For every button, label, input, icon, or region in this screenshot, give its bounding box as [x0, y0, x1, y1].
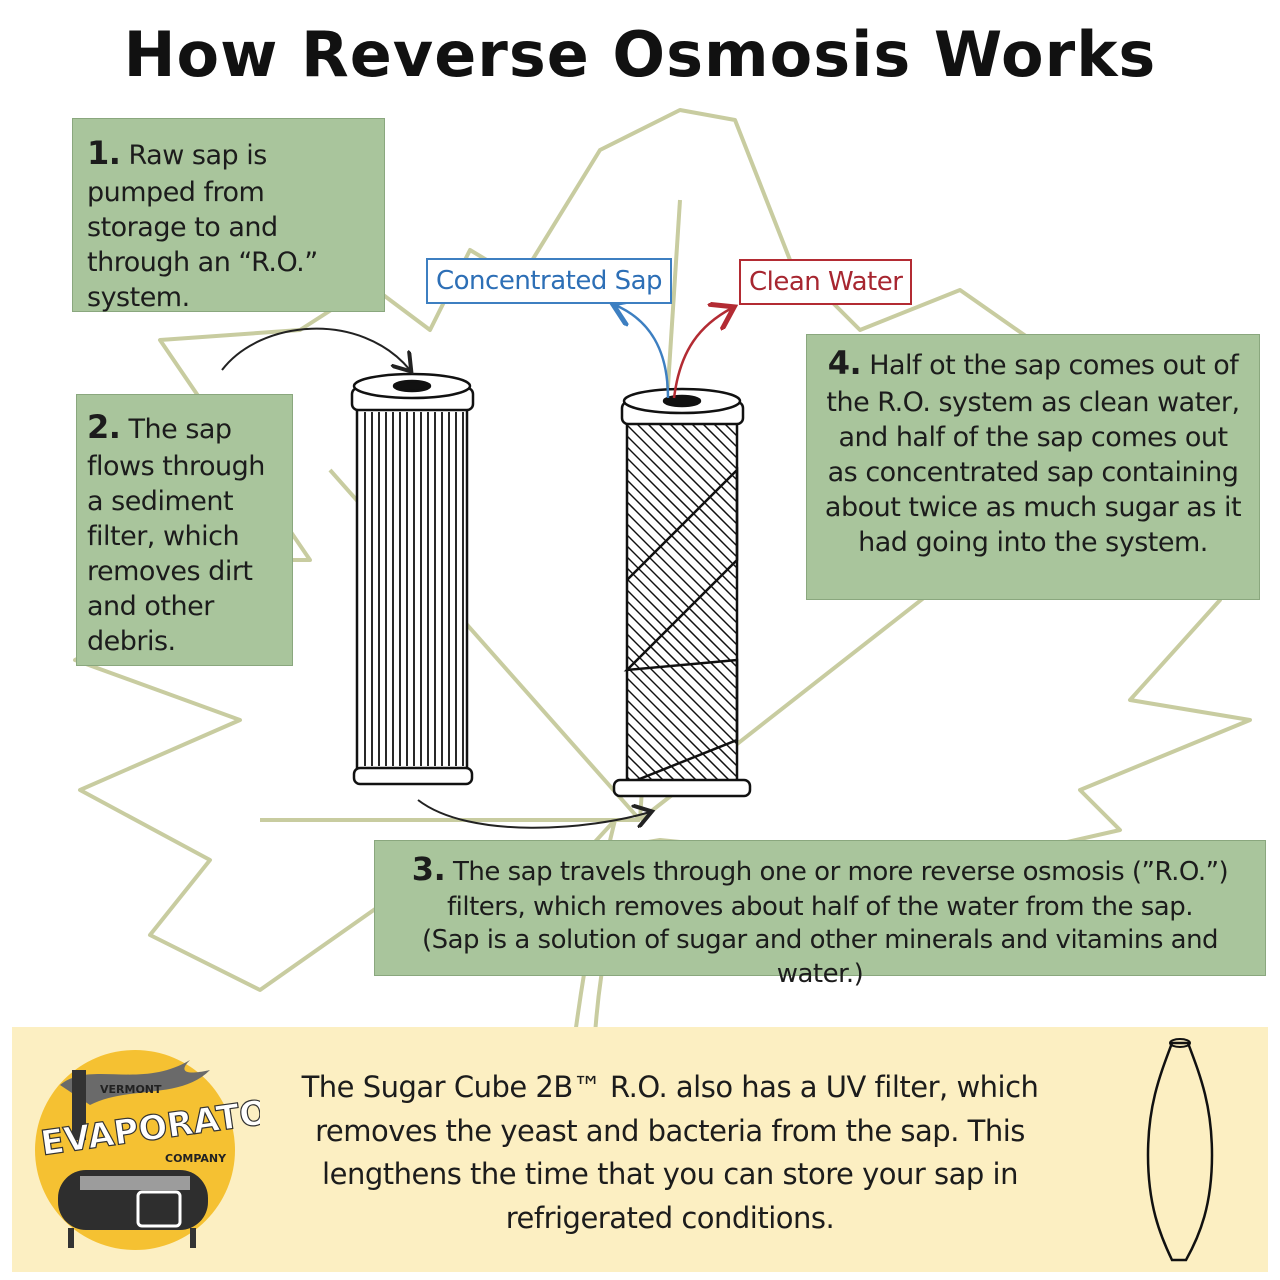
step-number: 3. [411, 850, 446, 888]
step-number: 4. [827, 344, 862, 382]
concentrated-sap-label: Concentrated Sap [426, 258, 673, 304]
logo-company: COMPANY [165, 1152, 227, 1165]
page-title: How Reverse Osmosis Works [123, 18, 1157, 91]
concentrated-arrow [615, 305, 670, 399]
sediment-filter [350, 372, 475, 786]
step-3-box: 3. The sap travels through one or more r… [374, 840, 1266, 989]
footer-text: The Sugar Cube 2B™ R.O. also has a UV fi… [301, 1070, 1039, 1235]
step-1-box: 1. Raw sap is pumped from storage to and… [72, 118, 385, 313]
steam-icon [60, 1060, 210, 1105]
step-text: The sap flows through a sediment filter,… [87, 414, 265, 658]
evaporator-logo: VERMONT EVAPORATOR COMPANY [35, 1050, 260, 1250]
step-text: Half ot the sap comes out of the R.O. sy… [824, 350, 1242, 558]
reverse-osmosis-filter [612, 387, 752, 798]
step-number: 2. [87, 408, 121, 446]
step-4-box: 4. Half ot the sap comes out of the R.O.… [806, 334, 1260, 600]
step-text: Raw sap is pumped from storage to and th… [87, 140, 318, 313]
clean-water-arrow [672, 308, 732, 399]
step-number: 1. [87, 134, 121, 172]
flow-arrow-between [417, 799, 650, 829]
logo-vermont: VERMONT [100, 1083, 162, 1096]
step-text: The sap travels through one or more reve… [447, 857, 1229, 922]
step-note: (Sap is a solution of sugar and other mi… [421, 925, 1219, 990]
clean-water-label: Clean Water [739, 259, 913, 305]
evaporator-stove-icon [58, 1170, 208, 1248]
flow-arrow-in [221, 327, 410, 370]
uv-filter-bag-icon [1146, 1038, 1214, 1262]
step-2-box: 2. The sap flows through a sediment filt… [76, 394, 293, 666]
chimney-icon [72, 1070, 86, 1140]
